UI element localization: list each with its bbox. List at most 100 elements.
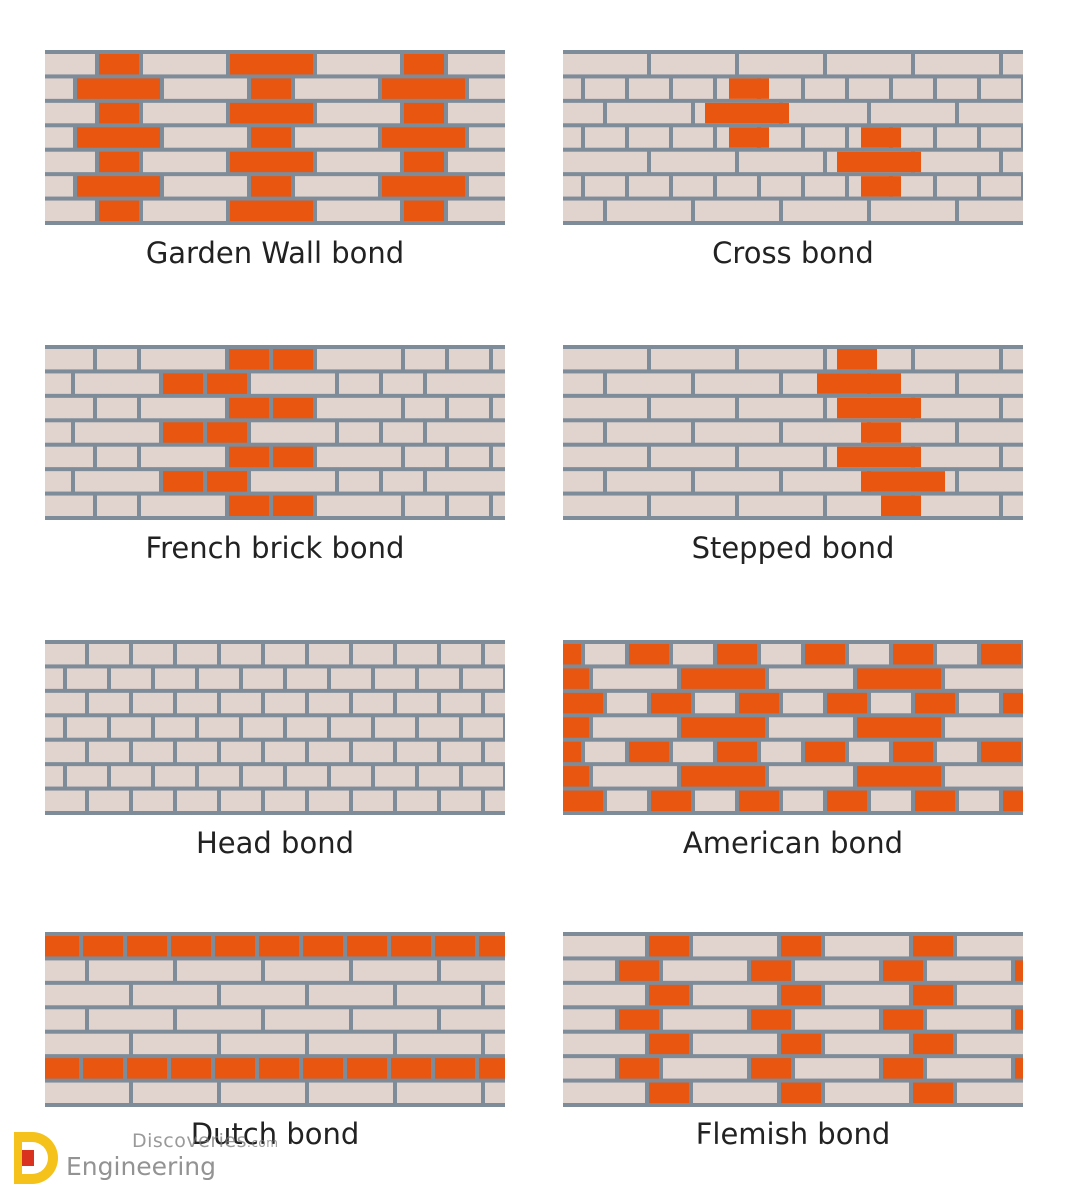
stretcher-brick: [673, 176, 713, 197]
header-brick: [893, 741, 933, 763]
stretcher-brick: [441, 692, 481, 714]
stretcher-brick: [849, 644, 889, 665]
stretcher-brick: [89, 692, 129, 714]
stretcher-brick: [673, 644, 713, 665]
stretcher-brick: [133, 1033, 217, 1055]
header-brick: [619, 1058, 659, 1079]
stretcher-brick: [761, 644, 801, 665]
flemish-bond-caption: Flemish bond: [695, 1117, 891, 1151]
stretcher-brick: [339, 422, 379, 443]
stretcher-brick: [825, 1033, 909, 1055]
stretcher-brick: [871, 200, 955, 221]
stretcher-brick: [663, 1058, 747, 1079]
stretcher-brick: [585, 176, 625, 197]
stretcher-brick: [287, 668, 327, 689]
engineering-discoveries-logo: Discoveries.com Engineering: [8, 1124, 298, 1190]
stretcher-brick: [563, 984, 645, 1006]
stretcher-brick: [89, 1009, 173, 1030]
stretcher-brick: [97, 349, 137, 370]
header-brick: [805, 741, 845, 763]
stretcher-brick: [795, 1058, 879, 1079]
stretcher-brick: [45, 102, 95, 124]
stretcher-brick: [769, 766, 853, 787]
head-bond-diagram: [45, 640, 505, 815]
flemish-bond-diagram: [563, 932, 1023, 1107]
header-brick: [781, 1082, 821, 1103]
stretcher-brick: [309, 790, 349, 811]
stretcher-brick: [849, 78, 889, 99]
header-brick: [347, 1058, 387, 1079]
header-brick: [77, 176, 160, 197]
header-brick: [563, 668, 589, 689]
header-brick: [229, 495, 269, 516]
stretcher-brick: [485, 692, 505, 714]
header-brick: [861, 422, 901, 443]
header-brick: [563, 644, 581, 665]
stretcher-brick: [563, 1082, 645, 1103]
stretcher-brick: [893, 127, 933, 148]
stretcher-brick: [221, 1082, 305, 1103]
stretcher-brick: [309, 984, 393, 1006]
stretcher-brick: [485, 741, 505, 763]
stretcher-brick: [607, 790, 647, 811]
stretcher-brick: [485, 644, 505, 665]
header-brick: [273, 495, 313, 516]
stretcher-brick: [585, 127, 625, 148]
stretcher-brick: [651, 495, 735, 516]
stretcher-brick: [871, 692, 911, 714]
header-brick: [230, 54, 313, 75]
header-brick: [207, 373, 247, 394]
stretcher-brick: [695, 373, 779, 394]
stretcher-brick: [795, 960, 879, 981]
stretcher-brick: [825, 984, 909, 1006]
stretcher-brick: [607, 692, 647, 714]
stretcher-brick: [45, 1033, 129, 1055]
header-brick: [259, 936, 299, 957]
stretcher-brick: [957, 936, 1023, 957]
stretcher-brick: [693, 1082, 777, 1103]
stretcher-brick: [143, 200, 226, 221]
header-brick: [913, 984, 953, 1006]
header-brick: [1003, 692, 1023, 714]
stretcher-brick: [45, 446, 93, 468]
header-brick: [629, 741, 669, 763]
header-brick: [1015, 1058, 1023, 1079]
header-brick: [347, 936, 387, 957]
stretcher-brick: [67, 766, 107, 787]
stretcher-brick: [651, 446, 735, 468]
stretcher-brick: [141, 349, 225, 370]
stretcher-brick: [441, 644, 481, 665]
stretcher-brick: [67, 717, 107, 738]
stretcher-brick: [783, 692, 823, 714]
header-brick: [273, 397, 313, 419]
stretcher-brick: [111, 717, 151, 738]
stretcher-brick: [45, 176, 73, 197]
header-brick: [1003, 790, 1023, 811]
stretcher-brick: [89, 790, 129, 811]
cross-bond-diagram: [563, 50, 1023, 225]
stretcher-brick: [563, 349, 647, 370]
header-brick: [230, 200, 313, 221]
stretcher-brick: [177, 1009, 261, 1030]
header-brick: [857, 717, 941, 738]
stretcher-brick: [945, 717, 1023, 738]
stretcher-brick: [663, 1009, 747, 1030]
stretcher-brick: [739, 397, 823, 419]
stretcher-brick: [265, 644, 305, 665]
stretcher-brick: [783, 471, 867, 492]
american-bond-diagram: [563, 640, 1023, 815]
header-brick: [563, 766, 589, 787]
stretcher-brick: [607, 102, 691, 124]
stretcher-brick: [449, 349, 489, 370]
garden-wall-bond-caption: Garden Wall bond: [145, 236, 405, 270]
garden-wall-bond-diagram: [45, 50, 505, 225]
stretcher-brick: [383, 373, 423, 394]
stretcher-brick: [221, 1033, 305, 1055]
stretcher-brick: [339, 471, 379, 492]
header-brick: [171, 936, 211, 957]
header-brick: [259, 1058, 299, 1079]
stretcher-brick: [331, 668, 371, 689]
stretcher-brick: [448, 200, 505, 221]
header-brick: [837, 349, 877, 370]
stretcher-brick: [485, 984, 505, 1006]
